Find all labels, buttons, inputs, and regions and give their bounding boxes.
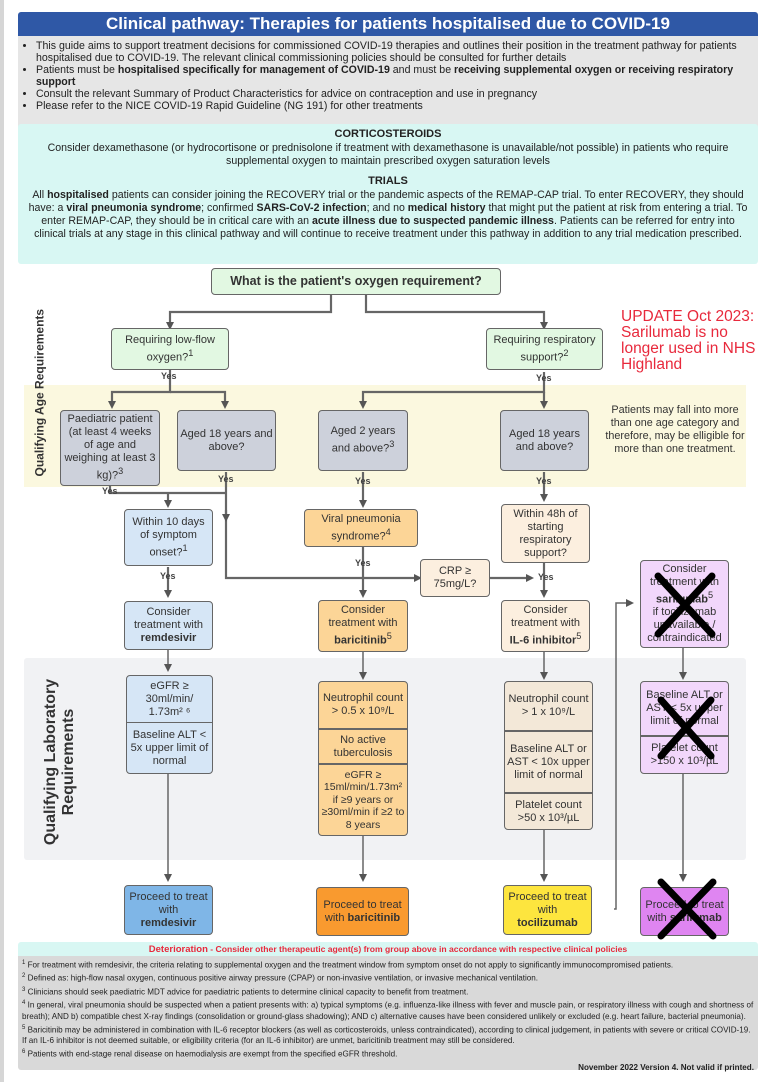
text-run: All	[32, 189, 48, 202]
lab-criterion: Platelet count >150 x 10³/µL	[640, 736, 729, 774]
text-run: ; confirmed	[201, 201, 257, 214]
age-category-note: Patients may fall into more than one age…	[605, 404, 745, 455]
aged-18-left-node: Aged 18 years and above?	[177, 410, 276, 471]
lab-criterion: eGFR ≥ 30ml/min/ 1.73m² ⁶	[126, 675, 213, 723]
corticosteroids-heading: CORTICOSTEROIDS	[334, 128, 442, 140]
intro-bullets: This guide aims to support treatment dec…	[22, 40, 754, 112]
connector	[108, 486, 225, 495]
version-label: November 2022 Version 4. Not valid if pr…	[578, 1062, 754, 1072]
yes-label: Yes	[536, 373, 552, 383]
emphasis-text: viral pneumonia syndrome	[66, 201, 202, 214]
page-title: Clinical pathway: Therapies for patients…	[18, 12, 758, 36]
yes-label: Yes	[536, 476, 552, 486]
footnote: 1 For treatment with remdesivir, the cri…	[22, 960, 674, 970]
update-notice: UPDATE Oct 2023: Sarilumab is no longer …	[621, 308, 756, 373]
low-flow-oxygen-node: Requiring low-flow oxygen?1	[111, 328, 229, 370]
footnote: 5 Baricitinib may be administered in com…	[22, 1024, 751, 1046]
emphasis-text: receiving supplemental oxygen or receivi…	[36, 64, 734, 88]
text-run: and must be	[389, 64, 455, 76]
emphasis-text: hospitalised specifically for management…	[117, 64, 390, 76]
intro-bullet: Patients must be hospitalised specifical…	[36, 64, 754, 88]
deterioration-banner: Deterioration - Consider other therapeut…	[18, 942, 758, 956]
yes-label: Yes	[218, 474, 234, 484]
proceed-sarilumab-node: Proceed to treat with sarilumab	[640, 887, 729, 936]
lab-criterion: No active tuberculosis	[318, 729, 408, 764]
connector	[166, 294, 333, 330]
text-run: Patients must be	[36, 64, 118, 76]
text-run: Please refer to the NICE COVID-19 Rapid …	[36, 100, 423, 112]
footnote: 6 Patients with end-stage renal disease …	[22, 1049, 398, 1059]
crp-node: CRP ≥ 75mg/L?	[420, 559, 490, 597]
aged-18-right-node: Aged 18 years and above?	[500, 410, 589, 471]
yes-label: Yes	[538, 572, 554, 582]
guidance-panel: CORTICOSTEROIDS Consider dexamethasone (…	[18, 124, 758, 264]
footnotes: 1 For treatment with remdesivir, the cri…	[18, 956, 758, 1072]
corticosteroids-text: Consider dexamethasone (or hydrocortison…	[47, 141, 729, 167]
oxygen-requirement-question: What is the patient's oxygen requirement…	[211, 268, 501, 295]
connector	[364, 294, 548, 330]
yes-label: Yes	[355, 558, 371, 568]
connector	[108, 370, 172, 409]
text-run: This guide aims to support treatment dec…	[36, 40, 737, 64]
emphasis-text: acute illness due to suspected pandemic …	[311, 214, 554, 227]
symptom-onset-node: Within 10 days of symptom onset?1	[124, 509, 213, 566]
emphasis-text: medical history	[407, 201, 486, 214]
trials-heading: TRIALS	[368, 175, 408, 188]
page-edge	[0, 0, 4, 1082]
text-run: ; and no	[366, 201, 408, 214]
lab-criterion: Neutrophil count > 0.5 x 10⁹/L	[318, 681, 408, 729]
emphasis-text: SARS-CoV-2 infection	[256, 201, 367, 214]
viral-pneumonia-node: Viral pneumonia syndrome?4	[304, 509, 418, 547]
lab-criterion: Baseline ALT or AST < 5x upper limit of …	[640, 681, 729, 736]
emphasis-text: hospitalised	[47, 189, 109, 202]
footnote: 4 In general, viral pneumonia should be …	[22, 1000, 754, 1021]
intro-bullet: Consult the relevant Summary of Product …	[36, 88, 754, 100]
paediatric-age-node: Paediatric patient (at least 4 weeks of …	[60, 410, 160, 486]
connector	[359, 372, 546, 409]
footnote: 2 Defined as: high-flow nasal oxygen, co…	[22, 973, 539, 984]
footnote-list: 1 For treatment with remdesivir, the cri…	[22, 958, 754, 1061]
footnote: 3 Clinicians should seek paediatric MDT …	[22, 986, 469, 997]
intro-panel: This guide aims to support treatment dec…	[18, 36, 758, 128]
text-run: that might put the patient at risk from …	[41, 201, 748, 227]
yes-label: Yes	[355, 476, 371, 486]
lab-criterion: Baseline ALT or AST < 10x upper limit of…	[504, 731, 593, 793]
trials-text: All hospitalised patients can consider j…	[26, 189, 750, 240]
text-run: patients can consider joining the RECOVE…	[28, 189, 744, 214]
within-48h-node: Within 48h of starting respiratory suppo…	[501, 504, 590, 563]
connector	[224, 472, 416, 580]
lab-criterion: Platelet count >50 x 10³/µL	[504, 793, 593, 830]
yes-label: Yes	[160, 571, 176, 581]
text-run: Consult the relevant Summary of Product …	[36, 88, 538, 100]
respiratory-support-node: Requiring respiratory support?2	[486, 328, 603, 370]
connector	[170, 390, 229, 409]
intro-bullet: Please refer to the NICE COVID-19 Rapid …	[36, 100, 754, 112]
lab-criterion: Baseline ALT < 5x upper limit of normal	[126, 722, 213, 774]
aged-2-node: Aged 2 years and above?3	[318, 410, 408, 471]
yes-label: Yes	[161, 371, 177, 381]
yes-label: Yes	[102, 486, 118, 496]
proceed-baricitinib-node: Proceed to treat with baricitinib	[316, 887, 409, 936]
lab-criterion: Neutrophil count > 1 x 10⁹/L	[504, 681, 593, 731]
text-run: . Patients can be referred for entry int…	[34, 214, 742, 240]
lab-criterion: eGFR ≥ 15ml/min/1.73m² if ≥9 years or ≥3…	[318, 764, 408, 836]
intro-bullet: This guide aims to support treatment dec…	[36, 40, 754, 64]
connector	[614, 599, 634, 910]
